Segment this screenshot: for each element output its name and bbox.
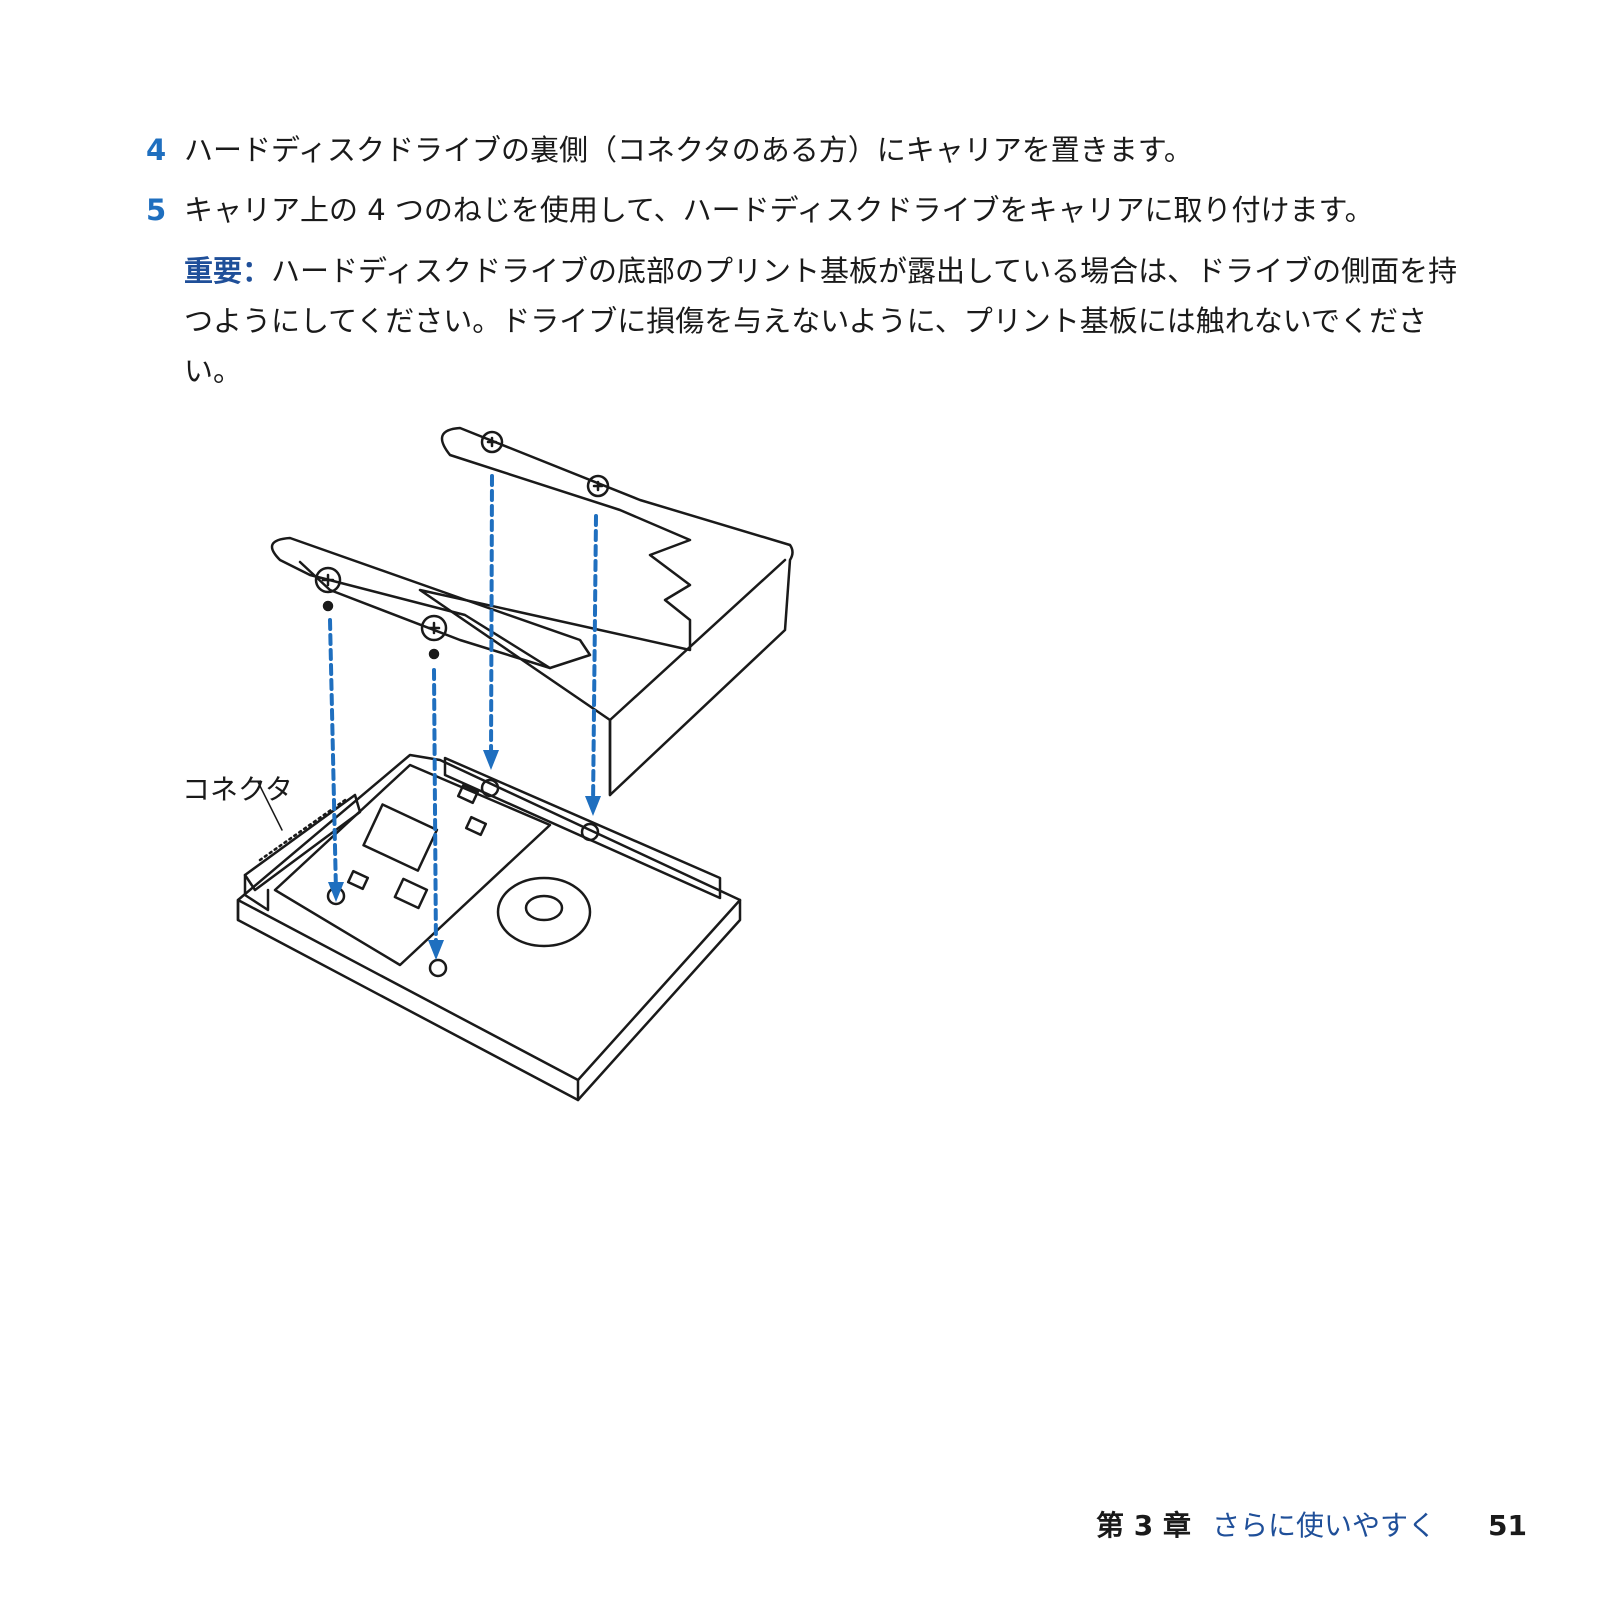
carrier-bracket <box>270 426 794 797</box>
connector-callout: コネクタ <box>182 773 293 806</box>
footer-chapter: 第 3 章 <box>1096 1509 1191 1542</box>
note-text: ハードディスクドライブの底部のプリント基板が露出している場合は、ドライブの側面を… <box>184 254 1458 388</box>
step-text: キャリア上の 4 つのねじを使用して、ハードディスクドライブをキャリアに取り付け… <box>184 193 1374 227</box>
screw-icon <box>480 430 504 454</box>
step-4: 4 ハードディスクドライブの裏側（コネクタのある方）にキャリアを置きます。 <box>146 130 1193 170</box>
screw-icon <box>420 614 448 660</box>
step-number: 5 <box>146 193 167 227</box>
arrow-head-icon <box>328 750 601 960</box>
callout-leader <box>257 781 283 831</box>
step-5: 5 キャリア上の 4 つのねじを使用して、ハードディスクドライブをキャリアに取り付… <box>146 190 1374 230</box>
important-note: 重要：ハードディスクドライブの底部のプリント基板が露出している場合は、ドライブの… <box>184 246 1474 396</box>
step-number: 4 <box>146 133 167 167</box>
note-label: 重要： <box>184 254 272 288</box>
screw-icon <box>314 566 342 612</box>
hard-drive <box>236 753 742 1102</box>
hard-drive-carrier-illustration <box>236 426 794 1102</box>
footer-chapter-title: さらに使いやすく <box>1212 1509 1437 1542</box>
step-text: ハードディスクドライブの裏側（コネクタのある方）にキャリアを置きます。 <box>184 133 1193 167</box>
placement-guide-arrows <box>328 474 598 952</box>
screw-icon <box>586 474 610 498</box>
page-number: 51 <box>1488 1509 1527 1542</box>
